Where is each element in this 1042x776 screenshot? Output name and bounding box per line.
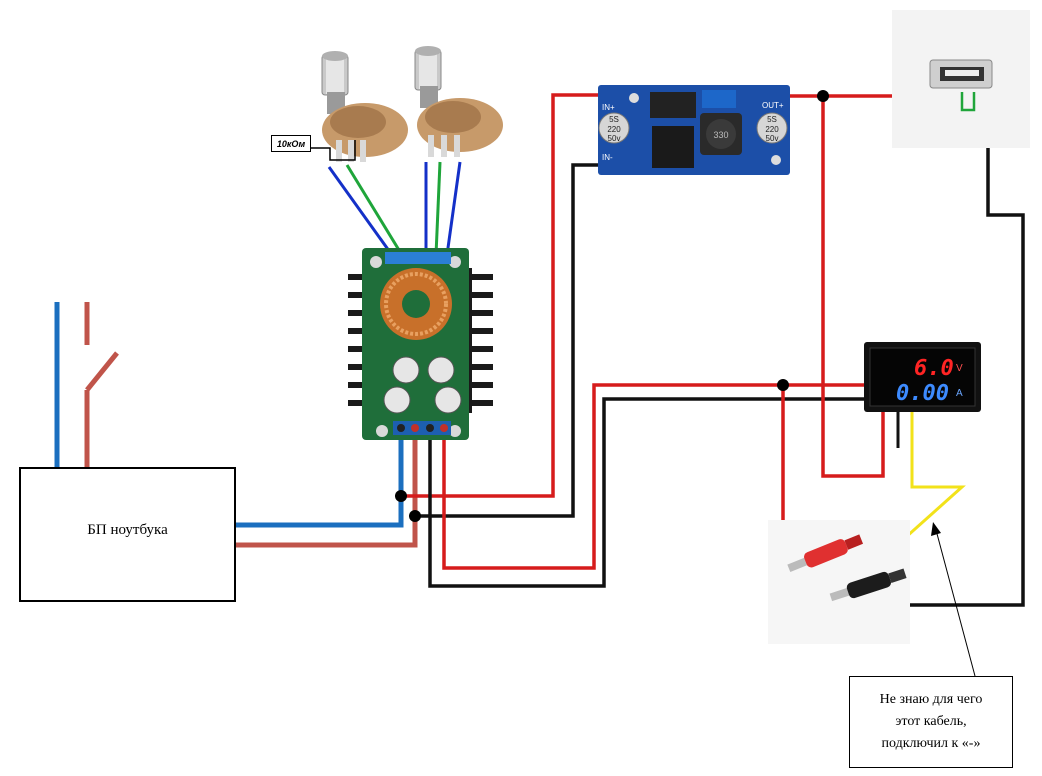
potentiometer-left [321,51,408,162]
junction-dot [409,510,421,522]
wire-red-boost-meter [821,96,885,478]
junction-dot [817,90,829,102]
boost-pin-in-minus: IN- [602,153,613,162]
psu-label: БП ноутбука [87,522,168,538]
boost-pin-in-plus: IN+ [602,103,615,112]
wire-black-buck-to-boost [415,163,598,518]
wire-red-buck-to-boost [401,93,598,498]
note-box: Не знаю для чего этот кабель, подключил … [849,676,1013,768]
wire-black-usb-banana [828,95,1025,607]
svg-text:50v: 50v [608,134,621,143]
note-arrowhead [931,522,941,536]
note-arrow [935,529,976,677]
svg-text:220: 220 [607,125,621,134]
junction-dot [395,490,407,502]
resistor-lead [311,140,356,161]
svg-text:220: 220 [765,125,779,134]
boost-pin-out-plus: OUT+ [762,101,784,110]
pot-wire-green-1 [345,164,404,256]
wire-black-buck-out [428,397,864,588]
mains-switch [85,351,119,392]
psu-out-brown [236,433,418,548]
usb-socket [892,10,1030,148]
wire-red-buck-out [442,383,864,570]
psu-out-blue [236,433,404,528]
psu-box [19,467,236,602]
boost-cap-right-text: 5S [767,115,777,124]
banana-plugs [768,520,910,644]
note-line-1: Не знаю для чего [879,692,983,707]
boost-cap-left-text: 5S [609,115,619,124]
volt-amp-meter [864,342,981,412]
meter-voltage-unit: V [956,363,963,374]
pot-wire-blue-3 [445,161,462,256]
boost-converter-module: 5S 220 50v 5S 220 50v 330 IN+ IN- OUT+ [598,85,790,175]
potentiometer-right [414,46,503,157]
note-line-3: подключил к «-» [881,736,981,751]
note-line-2: этот кабель, [895,714,967,729]
meter-current-value: 0.00 [896,381,949,406]
boost-inductor-text: 330 [713,130,728,140]
pot-wire-green-2 [434,161,442,256]
pot-wire-blue-1 [327,166,394,256]
meter-voltage-value: 6.0 [914,356,954,381]
buck-converter-module [348,248,493,440]
meter-current-unit: A [956,388,963,399]
resistor-label: 10кОм [271,135,311,152]
svg-text:50v: 50v [766,134,779,143]
junction-dot [777,379,789,391]
